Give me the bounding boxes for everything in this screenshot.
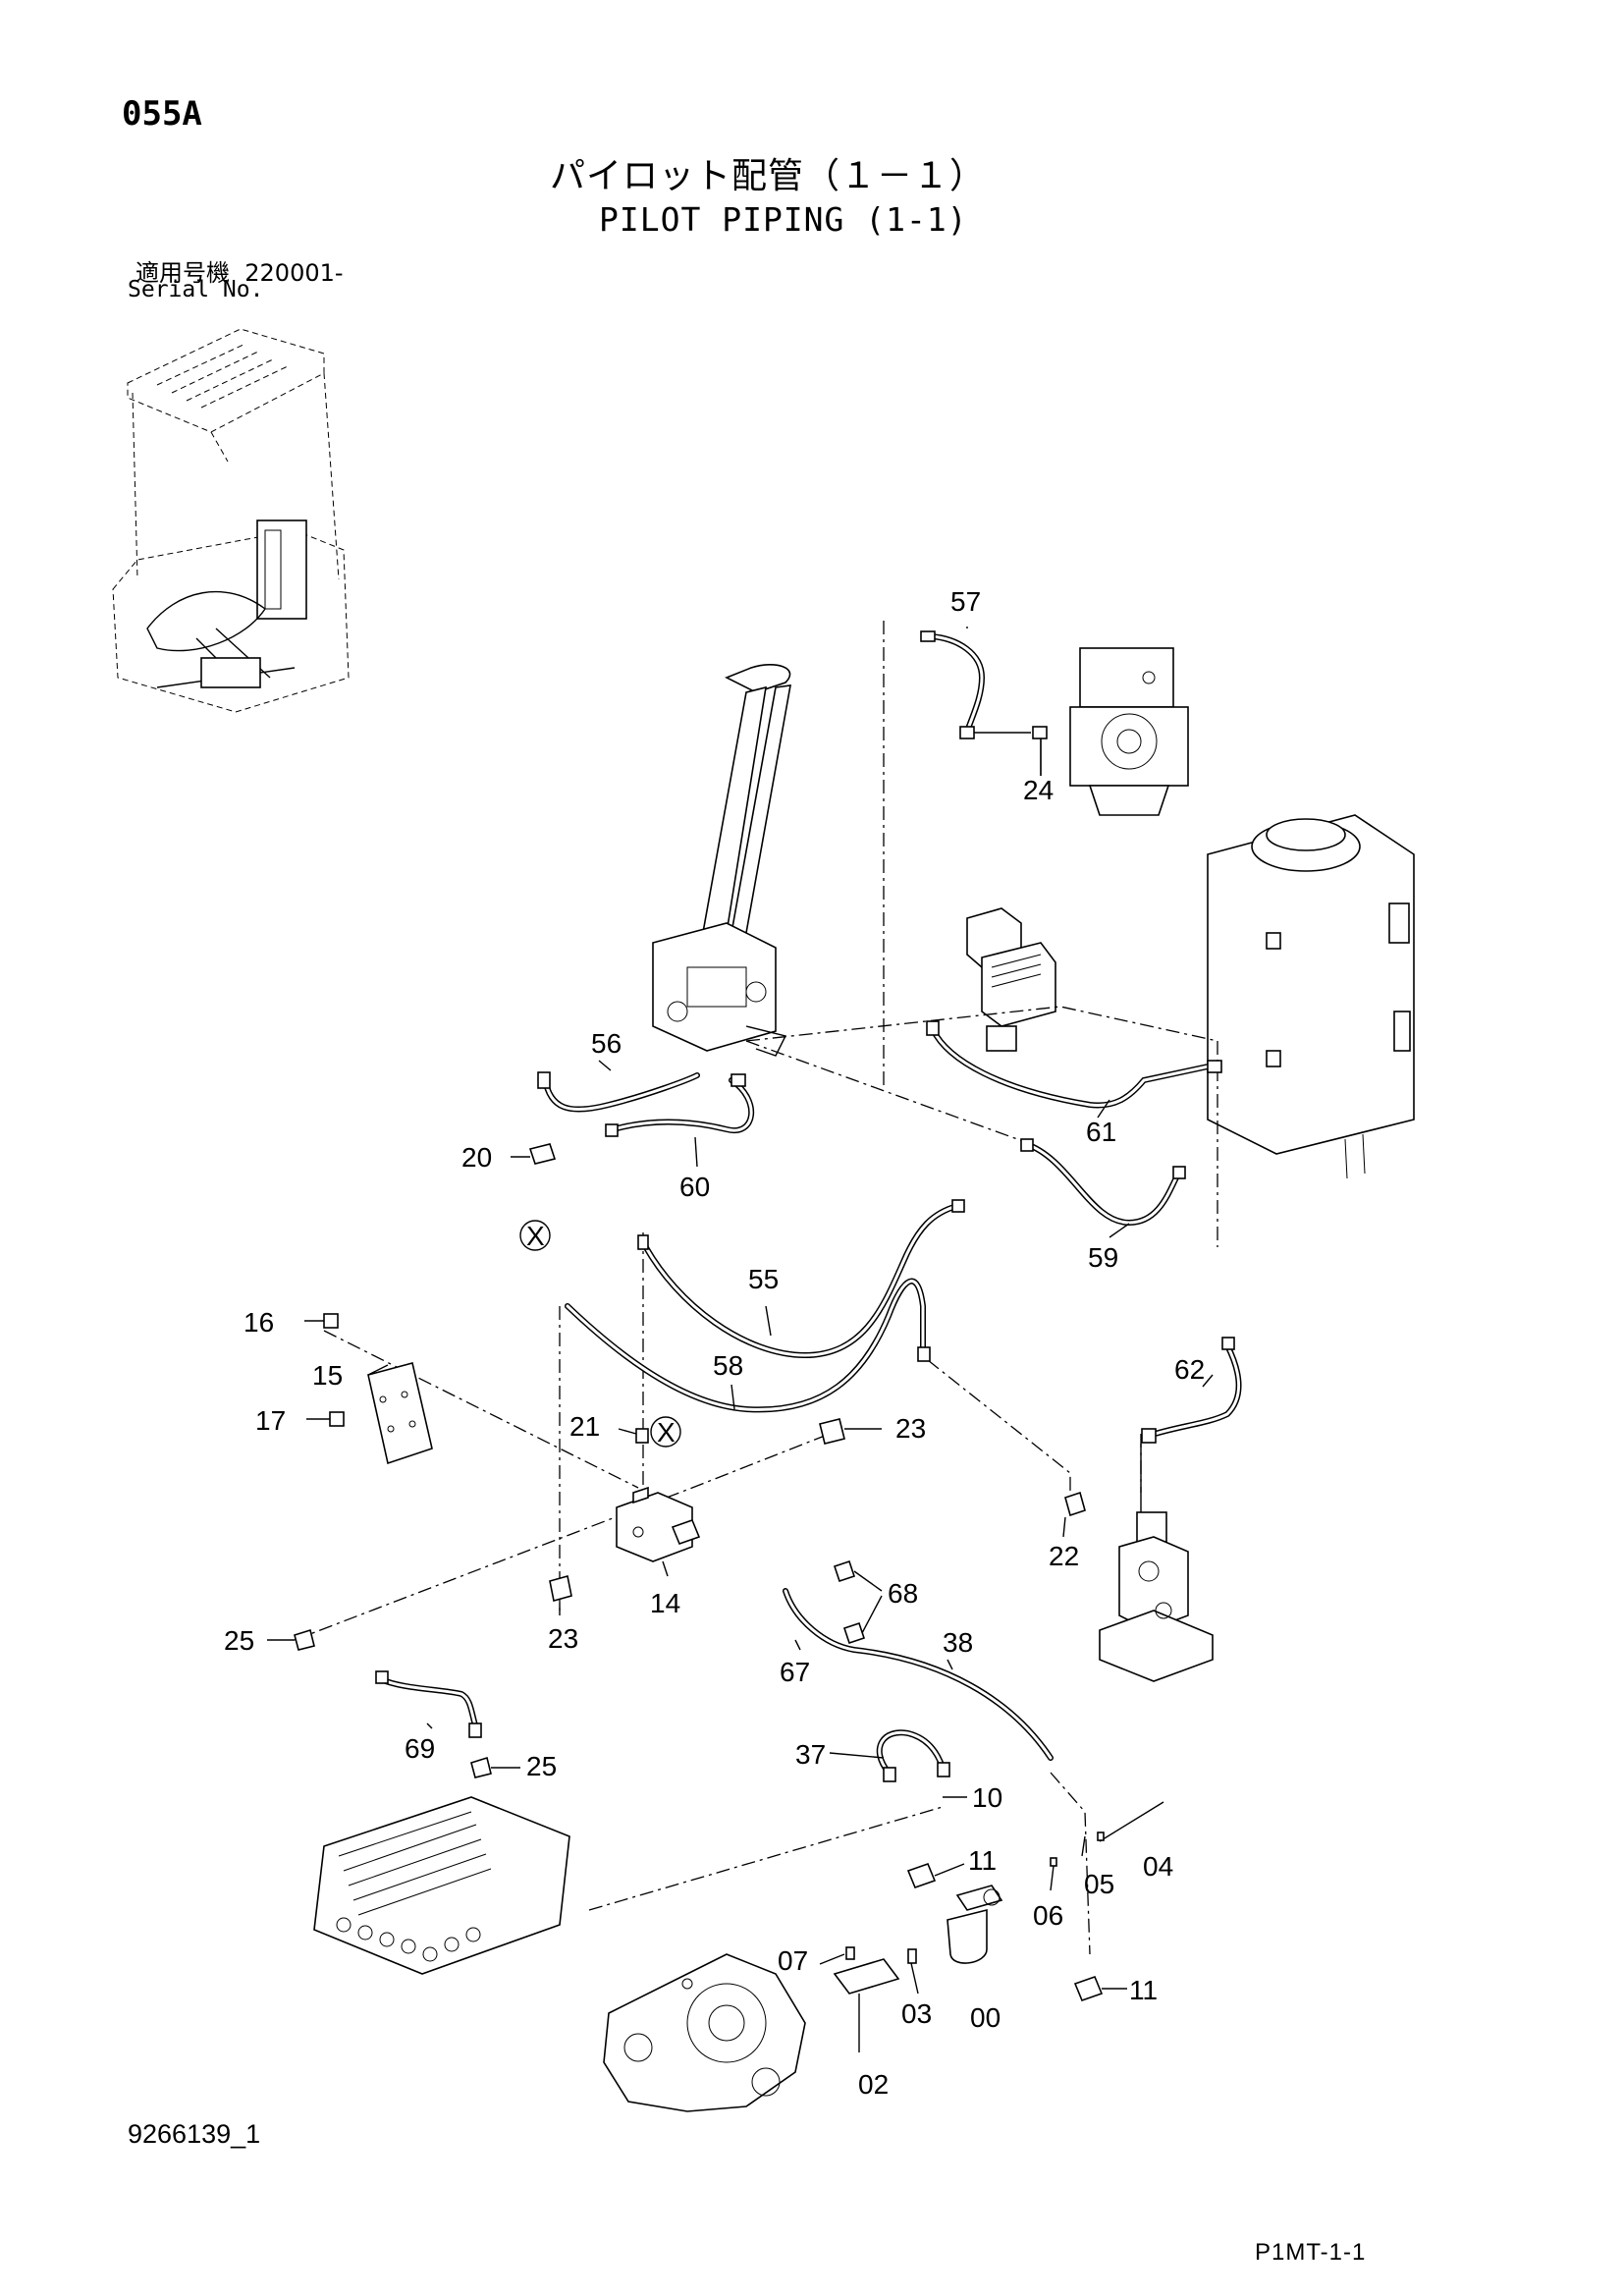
- callout-23-upper: 23: [895, 1413, 926, 1444]
- callout-24: 24: [1023, 775, 1054, 805]
- callout-17: 17: [255, 1405, 286, 1436]
- page-title-english: PILOT PIPING (1-1): [599, 200, 968, 239]
- hydraulic-tank: [1207, 814, 1415, 1179]
- callout-07: 07: [778, 1945, 808, 1976]
- x-marker-left: X: [526, 1221, 545, 1251]
- serial-label-japanese: 適用号機: [135, 259, 230, 287]
- sheet-code: P1MT-1-1: [1255, 2239, 1367, 2266]
- page-title-japanese: パイロット配管（１－１）: [550, 156, 987, 196]
- callout-02: 02: [858, 2069, 889, 2100]
- callout-67: 67: [780, 1657, 810, 1687]
- serial-value: 220001-: [244, 259, 344, 287]
- serial-range: 適用号機 220001-: [135, 253, 344, 288]
- callout-62: 62: [1174, 1354, 1205, 1385]
- callout-38: 38: [943, 1627, 973, 1658]
- pilot-valve-center: [966, 907, 1056, 1052]
- callout-11-lower: 11: [1129, 1975, 1158, 2005]
- callout-16: 16: [243, 1307, 274, 1338]
- travel-lever-assembly: [652, 664, 791, 1057]
- pilot-valve-upper: [1069, 647, 1189, 816]
- callout-10: 10: [972, 1782, 1002, 1813]
- serial-label-english: Serial No.: [128, 277, 264, 302]
- x-marker-right: X: [657, 1417, 676, 1448]
- callout-06: 06: [1033, 1900, 1063, 1931]
- callout-37: 37: [795, 1739, 826, 1770]
- callout-56: 56: [591, 1028, 622, 1059]
- callout-25-lower: 25: [526, 1751, 557, 1781]
- center-joint: [1099, 1444, 1214, 1682]
- callout-04: 04: [1143, 1851, 1173, 1882]
- callout-57: 57: [950, 586, 981, 617]
- callout-21: 21: [569, 1411, 600, 1442]
- callout-55: 55: [748, 1264, 779, 1294]
- callout-03: 03: [901, 1998, 932, 2029]
- control-valve: [313, 1796, 570, 1975]
- callout-58: 58: [713, 1350, 743, 1381]
- machine-location-thumbnail: [112, 328, 350, 713]
- callout-68: 68: [888, 1578, 918, 1609]
- callout-20: 20: [461, 1142, 492, 1173]
- callout-00: 00: [970, 2002, 1001, 2033]
- callout-15: 15: [312, 1360, 343, 1391]
- line-filter: [947, 1885, 1003, 1964]
- callout-59: 59: [1088, 1242, 1118, 1273]
- callout-69: 69: [405, 1733, 435, 1764]
- callout-14: 14: [650, 1588, 680, 1618]
- page-code: 055A: [122, 94, 202, 134]
- callout-22: 22: [1049, 1541, 1079, 1571]
- callout-23-lower: 23: [548, 1623, 578, 1654]
- callout-25-upper: 25: [224, 1625, 254, 1656]
- callout-11-upper: 11: [968, 1845, 997, 1876]
- callout-05: 05: [1084, 1869, 1114, 1899]
- valve-block-14: [616, 1486, 701, 1562]
- swing-motor: [603, 1953, 806, 2112]
- document-number: 9266139_1: [128, 2119, 261, 2149]
- callout-61: 61: [1086, 1117, 1116, 1147]
- callout-60: 60: [679, 1172, 710, 1202]
